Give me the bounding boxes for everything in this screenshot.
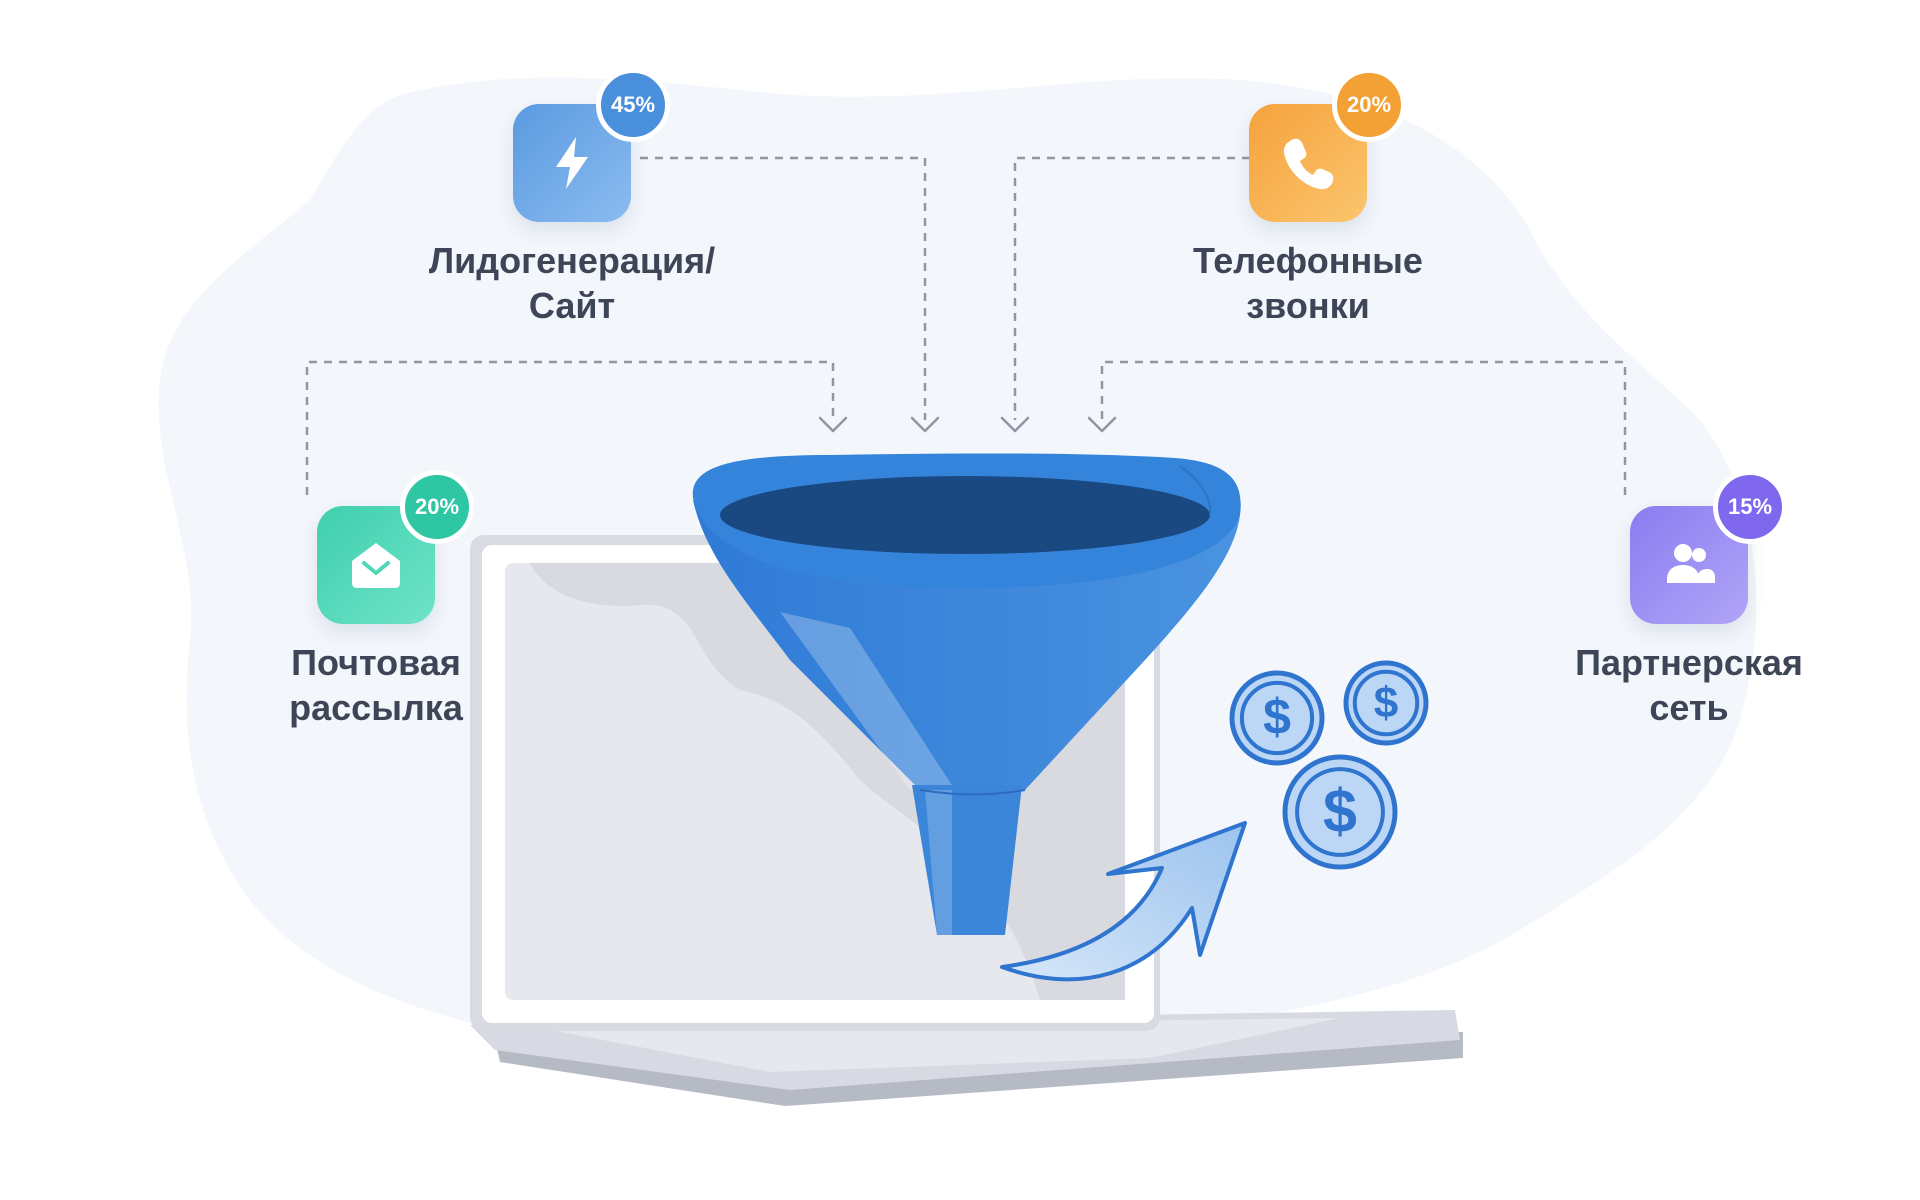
funnel-highlight [780,612,955,790]
connector-partner [1100,360,1627,495]
connector-lead [640,156,927,420]
connector-arrowheads [818,416,1117,433]
source-label-line1: Почтовая [291,642,461,683]
coin-symbol: $ [1263,689,1291,745]
dollar-coin-icon: $ [1343,660,1429,746]
funnel-spout [912,785,1022,935]
source-label-line2: звонки [1246,285,1370,326]
source-label-line1: Партнерская [1575,642,1803,683]
coin-symbol: $ [1374,678,1398,727]
funnel-opening [720,476,1210,554]
coin-symbol: $ [1323,777,1357,845]
curved-arrow [1000,821,1247,982]
source-label-line1: Лидогенерация/ [428,240,716,281]
source-label-line2: сеть [1649,687,1729,728]
source-label-line2: рассылка [289,687,463,728]
connector-mail [305,360,835,495]
percent-badge: 15% [1713,470,1787,544]
percent-badge: 20% [400,470,474,544]
sales-funnel [692,453,1241,935]
dollar-coin-icon: $ [1229,670,1325,766]
percent-badge: 45% [596,68,670,142]
source-label-line2: Сайт [528,285,616,326]
dollar-coin-icon: $ [1282,754,1398,870]
coins-group: $ $ $ [1229,660,1429,870]
source-label-line1: Телефонные [1193,240,1423,281]
source-label: Лидогенерация/Сайт [392,238,752,328]
connector-phone [1013,156,1295,420]
percent-badge: 20% [1332,68,1406,142]
connector-lines [305,156,1627,495]
